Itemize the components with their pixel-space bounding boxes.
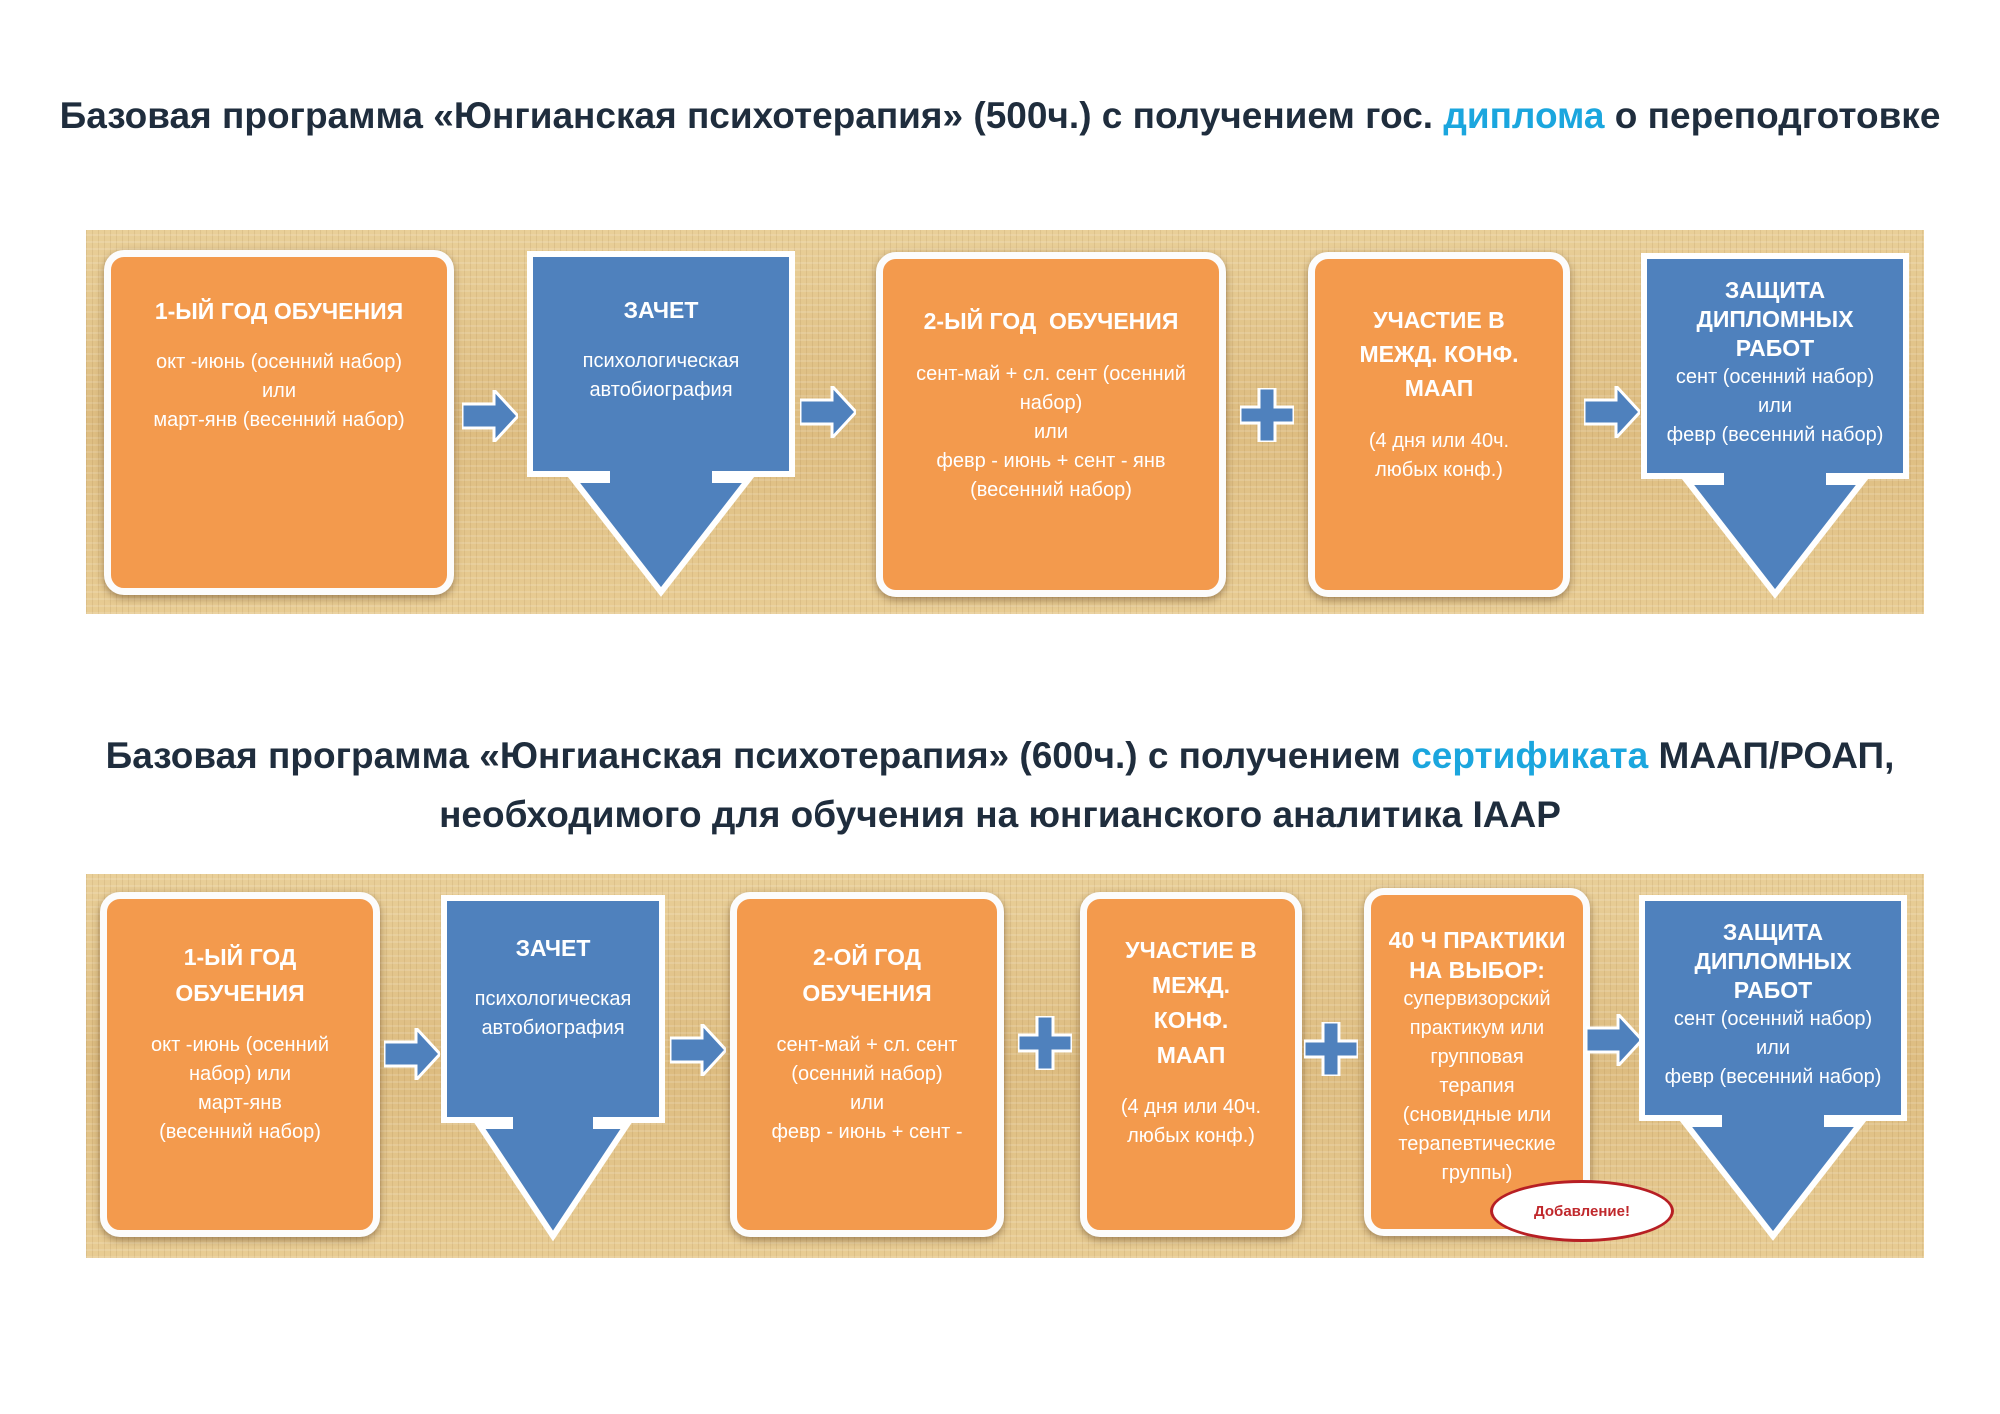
section1-step-1-text: окт -июнь (осенний набор) или март-янв (… [153,351,405,431]
section2-step-4-title: УЧАСТИЕ В МЕЖД. КОНФ. МААП [1125,937,1257,1068]
section1-step-4-text: (4 дня или 40ч. любых конф.) [1368,430,1510,481]
section2-step-2-text: психологическая автобиография [474,988,632,1039]
section1-step-5-box: ЗАЩИТА ДИПЛОМНЫХ РАБОТ сент (осенний наб… [1641,253,1909,599]
section2-step-3-text: сент-май + сл. сент (осенний набор) или … [771,1034,963,1143]
section2-step-6-box: ЗАЩИТА ДИПЛОМНЫХ РАБОТ сент (осенний наб… [1639,895,1907,1241]
section2-title: Базовая программа «Юнгианская психотерап… [0,726,2000,844]
section2-step-5-title: 40 Ч ПРАКТИКИ НА ВЫБОР: [1388,927,1566,983]
addition-badge: Добавление! [1490,1180,1674,1242]
section2-step-1-text: окт -июнь (осенний набор) или март-янв (… [150,1034,329,1143]
section2-step-1-box: 1-ЫЙ ГОД ОБУЧЕНИЯ окт -июнь (осенний наб… [100,892,380,1237]
right-arrow-icon [1584,386,1640,438]
section2-step-2-title: ЗАЧЕТ [515,935,591,961]
section2-step-5-text: супервизорский практикум или групповая т… [1398,988,1556,1184]
section2-step-4-box: УЧАСТИЕ В МЕЖД. КОНФ. МААП (4 дня или 40… [1080,892,1302,1237]
section2-step-5-box: 40 Ч ПРАКТИКИ НА ВЫБОР: супервизорский п… [1364,888,1590,1236]
section2-title-after: МААП/РОАП, необходимого для обучения на … [439,735,1895,835]
section1-step-4-title: УЧАСТИЕ В МЕЖД. КОНФ. МААП [1359,307,1519,401]
section1-step-3-text: сент-май + сл. сент (осенний набор) или … [916,363,1186,501]
section1-title: Базовая программа «Юнгианская психотерап… [0,86,2000,145]
section2-title-before: Базовая программа «Юнгианская психотерап… [105,735,1412,776]
right-arrow-icon [800,386,856,438]
section1-step-4-box: УЧАСТИЕ В МЕЖД. КОНФ. МААП (4 дня или 40… [1308,252,1570,597]
right-arrow-icon [462,390,518,442]
down-arrow-callout [1641,253,1909,599]
section1-step-2-title: ЗАЧЕТ [623,297,699,323]
plus-icon [1240,388,1294,442]
section1-step-5-text: сент (осенний набор) или февр (весенний … [1666,366,1884,446]
section1-title-before: Базовая программа «Юнгианская психотерап… [59,95,1444,136]
section2-step-6-text: сент (осенний набор) или февр (весенний … [1664,1008,1882,1088]
section2-step-4-text: (4 дня или 40ч. любых конф.) [1120,1096,1262,1147]
right-arrow-icon [1586,1014,1642,1066]
section2-title-highlight: сертификата [1411,735,1649,776]
section1-step-3-title: 2-ЫЙ ГОД ОБУЧЕНИЯ [923,308,1179,334]
section1-step-5-title: ЗАЩИТА ДИПЛОМНЫХ РАБОТ [1696,277,1854,361]
section2-step-3-title: 2-ОЙ ГОД ОБУЧЕНИЯ [802,944,932,1006]
section2-step-6-title: ЗАЩИТА ДИПЛОМНЫХ РАБОТ [1694,919,1852,1003]
section1-step-3-box: 2-ЫЙ ГОД ОБУЧЕНИЯ сент-май + сл. сент (о… [876,252,1226,597]
section1-step-2-box: ЗАЧЕТ психологическая автобиография [527,251,795,597]
down-arrow-callout [1639,895,1907,1241]
down-arrow-callout [527,251,795,597]
section2-step-3-box: 2-ОЙ ГОД ОБУЧЕНИЯ сент-май + сл. сент (о… [730,892,1004,1237]
plus-icon [1018,1016,1072,1070]
plus-icon [1304,1022,1358,1076]
section1-step-1-title: 1-ЫЙ ГОД ОБУЧЕНИЯ [154,298,404,324]
section2-step-2-box: ЗАЧЕТ психологическая автобиография [441,895,665,1242]
right-arrow-icon [384,1028,440,1080]
down-arrow-callout [441,895,665,1242]
section1-step-2-text: психологическая автобиография [582,350,740,401]
section2-step-1-title: 1-ЫЙ ГОД ОБУЧЕНИЯ [175,944,305,1006]
section1-step-1-box: 1-ЫЙ ГОД ОБУЧЕНИЯ окт -июнь (осенний наб… [104,250,454,595]
section1-title-highlight: диплома [1443,95,1605,136]
right-arrow-icon [670,1024,726,1076]
section1-title-after: о переподготовке [1604,95,1941,136]
